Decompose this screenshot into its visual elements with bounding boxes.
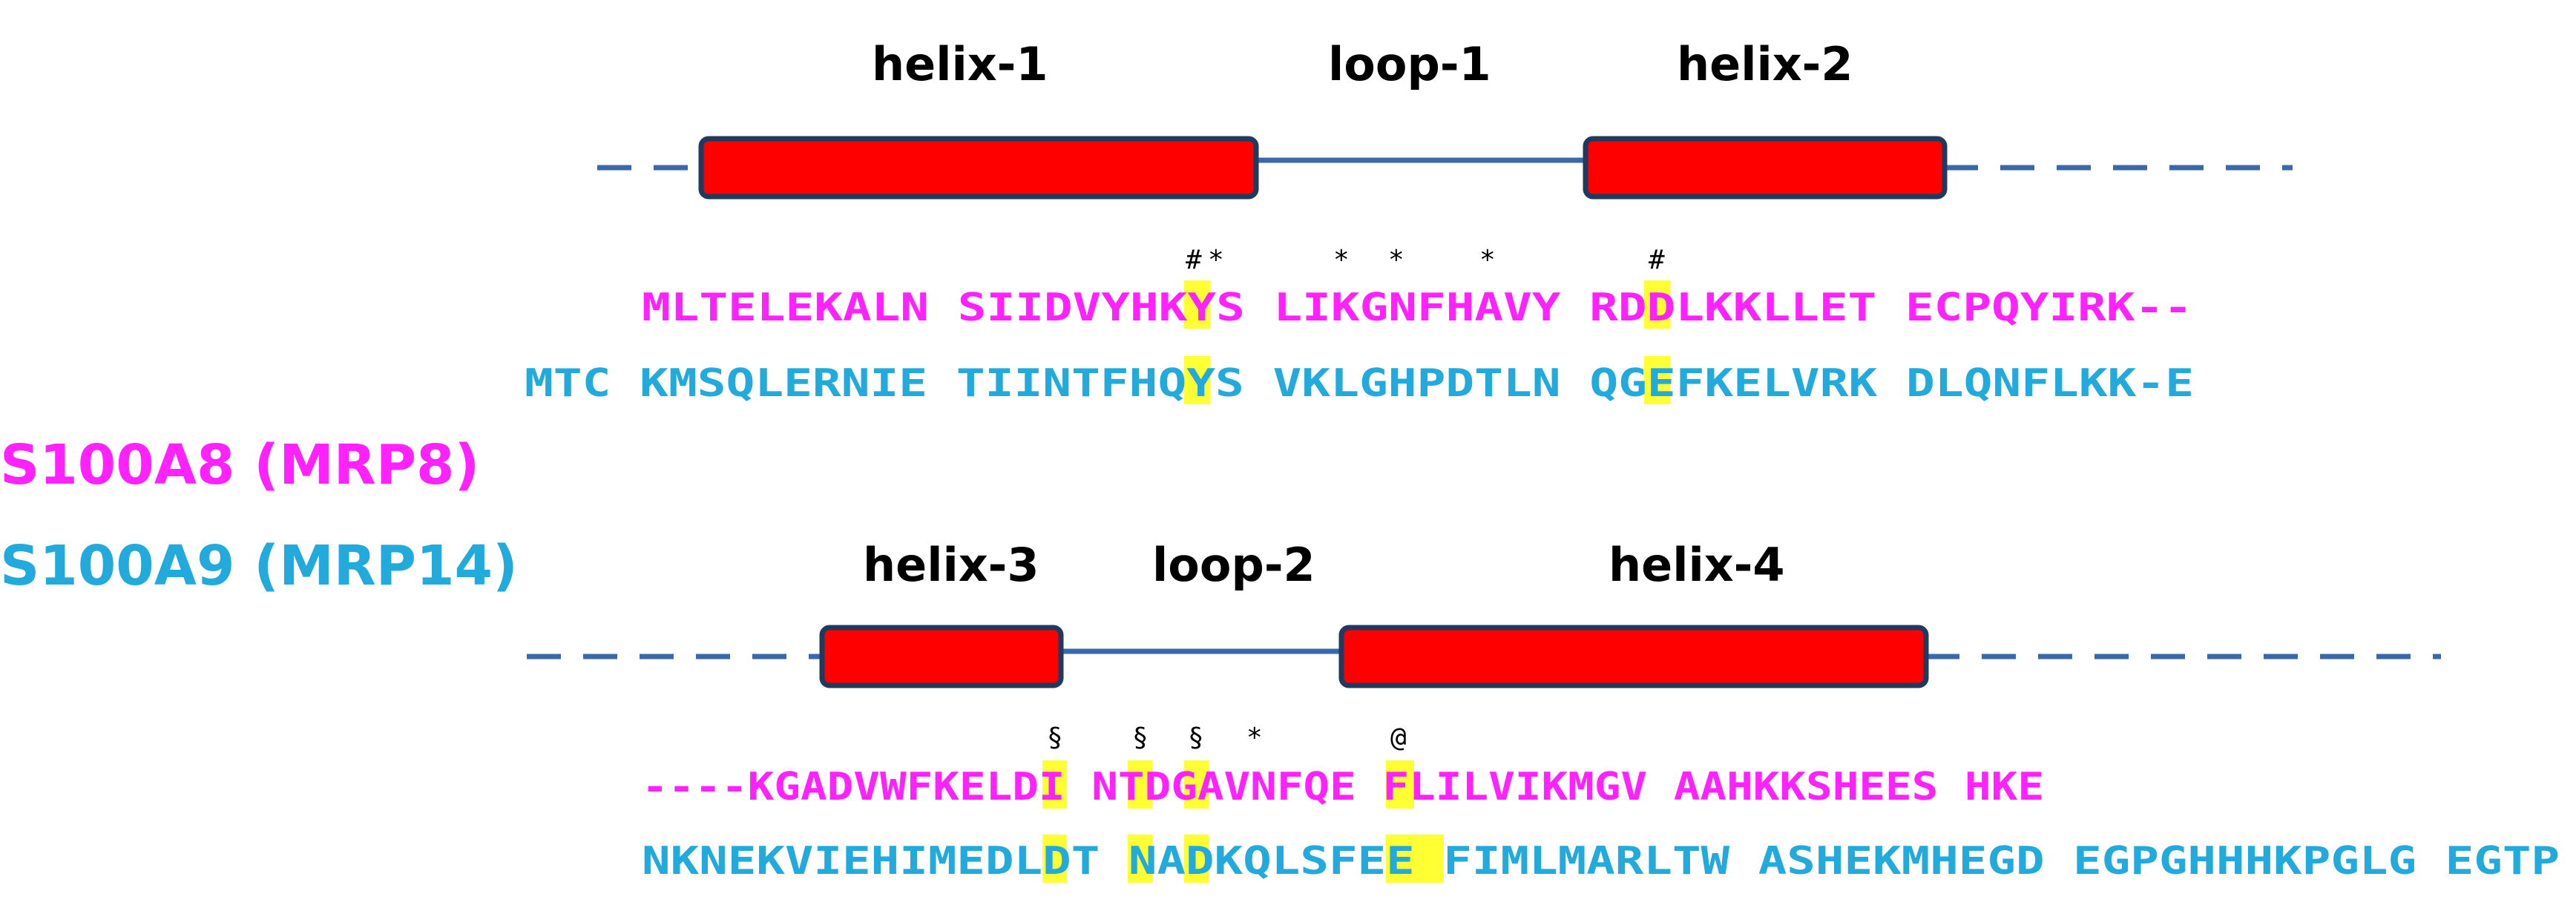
helix-4-cylinder <box>1338 625 1929 688</box>
highlight-a8-D2 <box>1184 760 1209 809</box>
block1-topology <box>597 136 2293 200</box>
helix-2-label: helix-2 <box>1677 37 1853 91</box>
helix-4-label: helix-4 <box>1609 538 1785 592</box>
loop-2-label: loop-2 <box>1152 538 1315 592</box>
helix-3-label: helix-3 <box>863 538 1039 592</box>
s100a8-sequence-part1: MLTELEKALN SIIDVYHKYS LIKGNFHAVY RDDLKKL… <box>642 286 2192 330</box>
block1-mark-hash-2: # <box>1649 245 1665 275</box>
block1-mark-star-3: * <box>1388 245 1404 275</box>
block2-mark-section-3: § <box>1188 723 1204 753</box>
block1-mark-star-4: * <box>1479 245 1496 275</box>
helix-2-cylinder <box>1583 136 1948 200</box>
block2-mark-at-1: @ <box>1390 723 1407 753</box>
highlight-a8-D <box>1644 280 1670 329</box>
block1-mark-hash-1: # <box>1186 245 1202 275</box>
block2-mark-star-1: * <box>1246 723 1263 753</box>
highlight-a8-Y <box>1184 280 1210 329</box>
highlight-a9-D2 <box>1184 835 1209 883</box>
block2-mark-section-1: § <box>1047 723 1063 753</box>
s100a8-sequence-part2: ----KGADVWFKELDI NTDGAVNFQE FLILVIKMGV A… <box>642 765 2044 809</box>
highlight-a8-N <box>1128 760 1152 809</box>
block1-mark-star-2: * <box>1333 245 1350 275</box>
highlight-a8-D1 <box>1042 760 1067 809</box>
highlight-a9-D1 <box>1042 835 1067 883</box>
block2-highlights <box>1042 760 1444 883</box>
helix-3-cylinder <box>819 625 1064 688</box>
s100a9-sequence-part2: NKNEKVIEHIMEDLDT NADKQLSFEE FIMLMARLTW A… <box>642 839 2560 884</box>
helix-1-label: helix-1 <box>872 37 1048 91</box>
block2-mark-section-2: § <box>1132 723 1149 753</box>
loop-1-label: loop-1 <box>1328 37 1491 91</box>
legend-s100a8: S100A8 (MRP8) <box>0 433 479 497</box>
highlight-a9-E <box>1644 356 1670 404</box>
block2-topology <box>527 625 2441 688</box>
s100a9-sequence-part1: MTC KMSQLERNIE TIINTFHQYS VKLGHPDTLN QGE… <box>525 361 2194 406</box>
highlight-a8-E <box>1386 760 1414 809</box>
block1-highlights <box>1184 280 1670 404</box>
highlight-a9-N <box>1128 835 1152 883</box>
helix-1-cylinder <box>698 136 1259 200</box>
highlight-a9-Y <box>1184 356 1210 404</box>
legend-s100a9: S100A9 (MRP14) <box>0 534 518 598</box>
block1-mark-star-1: * <box>1208 245 1224 275</box>
highlight-a9-EE <box>1386 835 1444 883</box>
